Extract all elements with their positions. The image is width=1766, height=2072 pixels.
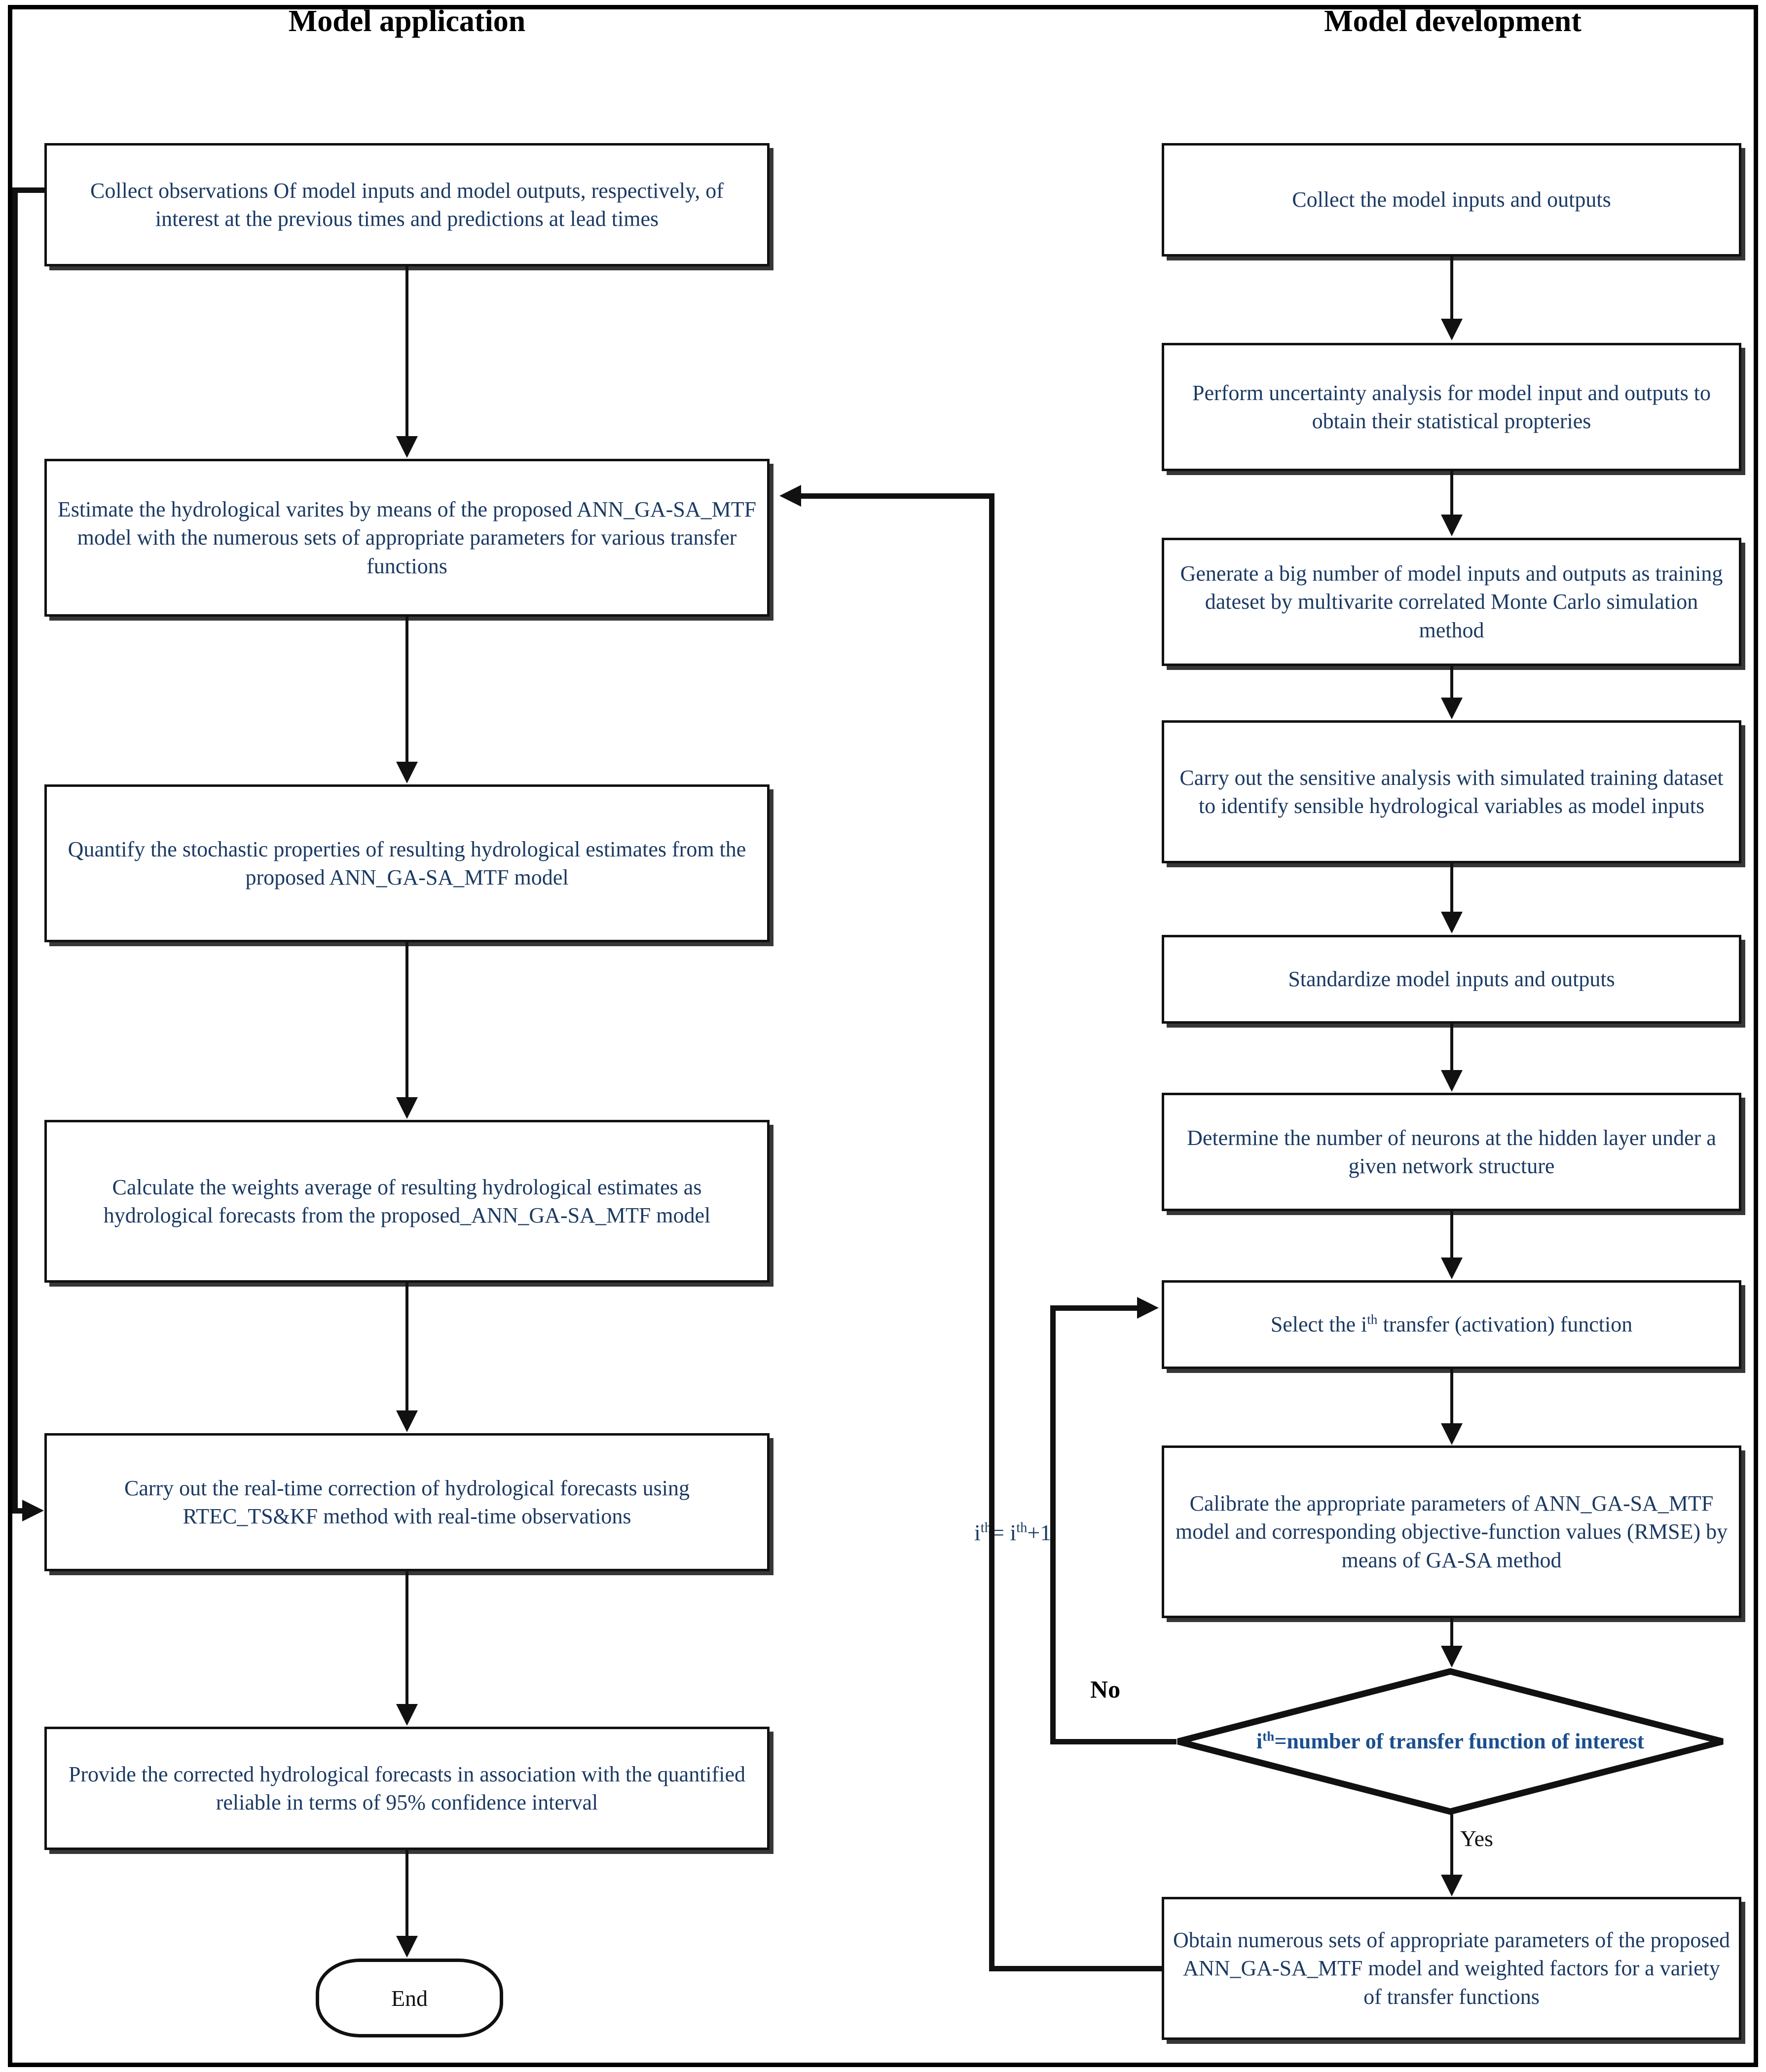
increment-prefix: i [974,1520,981,1545]
node-label: Generate a big number of model inputs an… [1180,561,1723,642]
node-label: Obtain numerous sets of appropriate para… [1173,1928,1730,2009]
node-calculate-weights-average[interactable]: Calculate the weights average of resulti… [44,1120,770,1283]
node-perform-uncertainty-analysis[interactable]: Perform uncertainty analysis for model i… [1162,343,1741,471]
edge-label-yes: Yes [1460,1826,1493,1851]
arrowhead-left-5 [396,1704,418,1726]
node-label: Perform uncertainty analysis for model i… [1192,380,1711,433]
connector-right-5 [1450,1024,1453,1071]
arrowhead-left-1 [396,436,418,458]
connector-left-2 [405,617,408,764]
node-label: Standardize model inputs and outputs [1288,967,1615,992]
edge-label-no: No [1090,1675,1121,1703]
ordinal-suffix: th [1016,1520,1028,1536]
terminal-label: End [391,1985,428,2011]
outer-border-frame [8,5,1758,2067]
node-label: Estimate the hydrological varites by mea… [57,497,757,578]
connector-crosslink-vertical [989,493,994,1971]
node-label: Calibrate the appropriate parameters of … [1175,1491,1728,1572]
node-obtain-parameter-sets[interactable]: Obtain numerous sets of appropriate para… [1162,1897,1741,2040]
feedback-loop-top-segment [12,187,46,193]
node-collect-model-inputs-outputs[interactable]: Collect the model inputs and outputs [1162,143,1741,257]
node-label: Carry out the sensitive analysis with si… [1179,765,1724,818]
node-sensitive-analysis[interactable]: Carry out the sensitive analysis with si… [1162,720,1741,863]
connector-no-horizontal [1050,1739,1177,1744]
node-estimate-hydrological-varites[interactable]: Estimate the hydrological varites by mea… [44,459,770,617]
increment-mid: = i [991,1520,1017,1545]
arrowhead-right-5 [1441,1070,1463,1092]
connector-right-4 [1450,863,1453,913]
connector-left-3 [405,942,408,1099]
node-check-transfer-function-count[interactable]: ith=number of transfer function of inter… [1174,1667,1727,1815]
arrowhead-right-7 [1441,1423,1463,1445]
connector-no-to-select [1050,1305,1144,1311]
arrowhead-decision-yes [1441,1875,1463,1896]
arrowhead-right-1 [1441,319,1463,340]
connector-right-2 [1450,471,1453,516]
node-label: Calculate the weights average of resulti… [103,1175,711,1227]
select-transfer-suffix: transfer (activation) function [1377,1312,1633,1337]
node-label: Collect the model inputs and outputs [1292,187,1611,212]
connector-no-vertical [1050,1305,1056,1742]
select-transfer-prefix: Select the i [1270,1312,1367,1337]
arrowhead-right-4 [1441,912,1463,933]
arrowhead-crosslink [779,485,801,507]
connector-right-8 [1450,1618,1453,1647]
node-calibrate-parameters[interactable]: Calibrate the appropriate parameters of … [1162,1445,1741,1618]
connector-left-4 [405,1283,408,1412]
connector-right-3 [1450,666,1453,699]
connector-crosslink-bottom [989,1966,1164,1971]
arrowhead-left-3 [396,1097,418,1119]
node-determine-neurons[interactable]: Determine the number of neurons at the h… [1162,1093,1741,1211]
page-title-left: Model application [288,4,526,38]
arrowhead-left-2 [396,762,418,783]
feedback-loop-vertical-segment [12,187,18,1514]
node-select-transfer-function[interactable]: Select the ith transfer (activation) fun… [1162,1280,1741,1369]
connector-crosslink-top [797,493,993,499]
node-label: Select the ith transfer (activation) fun… [1173,1310,1730,1338]
arrowhead-feedback-loop [22,1500,44,1521]
arrowhead-right-8 [1441,1646,1463,1667]
increment-suffix: +1 [1027,1520,1052,1545]
page-title-right: Model development [1324,4,1582,38]
arrowhead-right-6 [1441,1258,1463,1279]
node-real-time-correction[interactable]: Carry out the real-time correction of hy… [44,1433,770,1571]
node-provide-corrected-forecasts[interactable]: Provide the corrected hydrological forec… [44,1727,770,1850]
node-end-terminal[interactable]: End [316,1959,503,2037]
arrowhead-right-3 [1441,698,1463,719]
node-label: Quantify the stochastic properties of re… [68,837,746,889]
node-collect-observations[interactable]: Collect observations Of model inputs and… [44,143,770,266]
connector-right-1 [1450,257,1453,320]
node-label: Determine the number of neurons at the h… [1187,1125,1716,1178]
node-quantify-stochastic-properties[interactable]: Quantify the stochastic properties of re… [44,784,770,942]
connector-left-5 [405,1571,408,1706]
connector-left-6 [405,1850,408,1938]
edge-label-increment: ith= ith+1 [974,1519,1051,1546]
ordinal-suffix: th [980,1520,992,1536]
arrowhead-left-4 [396,1410,418,1432]
connector-left-1 [405,266,408,438]
node-label: Carry out the real-time correction of hy… [124,1476,690,1528]
connector-right-7 [1450,1369,1453,1424]
connector-right-6 [1450,1211,1453,1258]
node-generate-training-dataset[interactable]: Generate a big number of model inputs an… [1162,538,1741,666]
ordinal-suffix: th [1367,1312,1378,1327]
connector-decision-yes [1450,1812,1453,1876]
node-standardize-inputs-outputs[interactable]: Standardize model inputs and outputs [1162,935,1741,1024]
node-label: Collect observations Of model inputs and… [90,178,724,231]
diamond-shape [1177,1668,1724,1815]
arrowhead-left-6 [396,1936,418,1958]
arrowhead-no-loop [1137,1297,1159,1319]
node-label: Provide the corrected hydrological forec… [68,1762,746,1814]
arrowhead-right-2 [1441,515,1463,536]
